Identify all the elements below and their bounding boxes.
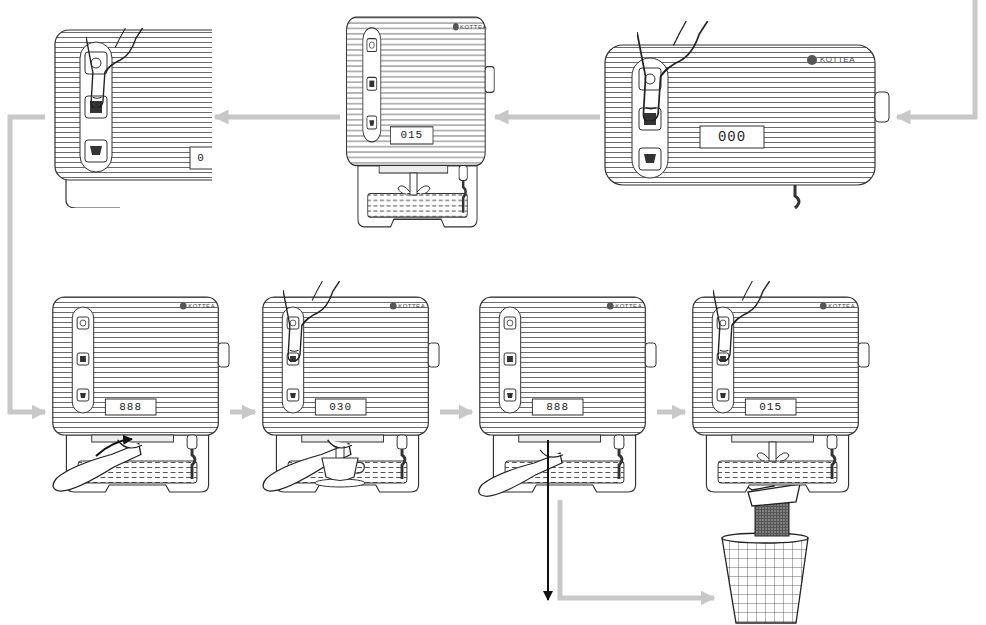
pointing-hand	[637, 21, 708, 121]
display-readout: 0	[197, 153, 205, 164]
brand-name: KOTTEA	[828, 303, 855, 309]
machine-panel: 0	[45, 28, 215, 208]
machine-panel: KOTTEA 000	[600, 35, 885, 190]
flow-arrow	[215, 115, 340, 120]
brand-name: KOTTEA	[820, 56, 855, 64]
espresso-machine	[53, 297, 229, 492]
rotation-arrow	[96, 439, 132, 456]
machine-closeup	[55, 30, 212, 208]
flow-arrow	[657, 410, 685, 415]
machine-panel: KOTTEA 030	[255, 295, 440, 495]
pointing-hand	[86, 28, 143, 108]
display-readout: 015	[759, 402, 782, 413]
brand-name: KOTTEA	[460, 24, 487, 30]
portafilter	[479, 450, 563, 497]
machine-panel: KOTTEA 888	[472, 295, 657, 495]
pointing-hand	[713, 281, 770, 361]
espresso-machine	[480, 297, 656, 492]
display-readout: 000	[718, 130, 746, 144]
flow-arrow	[10, 117, 45, 412]
display-readout: 888	[119, 402, 142, 413]
brand-name: KOTTEA	[615, 303, 642, 309]
machine-closeup	[605, 45, 889, 208]
brand-name: KOTTEA	[188, 303, 215, 309]
flow-arrow	[495, 115, 600, 120]
water-stream	[398, 173, 430, 195]
machine-panel: KOTTEA 888	[45, 295, 230, 495]
coffee-cup	[315, 446, 365, 487]
flow-arrow	[560, 500, 714, 598]
machine-panel: KOTTEA 015	[685, 295, 870, 495]
machine-panel: KOTTEA 015	[340, 15, 495, 230]
display-readout: 030	[329, 402, 352, 413]
flow-arrow	[440, 410, 472, 415]
flow-arrow	[897, 0, 975, 117]
water-stream	[757, 442, 789, 461]
portafilter	[53, 440, 142, 491]
display-readout: 015	[400, 130, 423, 141]
direction-arrow	[547, 440, 549, 600]
knock-box	[722, 533, 808, 623]
display-readout: 888	[546, 402, 569, 413]
pointing-hand	[283, 281, 340, 361]
brand-name: KOTTEA	[398, 303, 425, 309]
flow-arrow	[230, 410, 255, 415]
espresso-machine	[347, 17, 495, 227]
